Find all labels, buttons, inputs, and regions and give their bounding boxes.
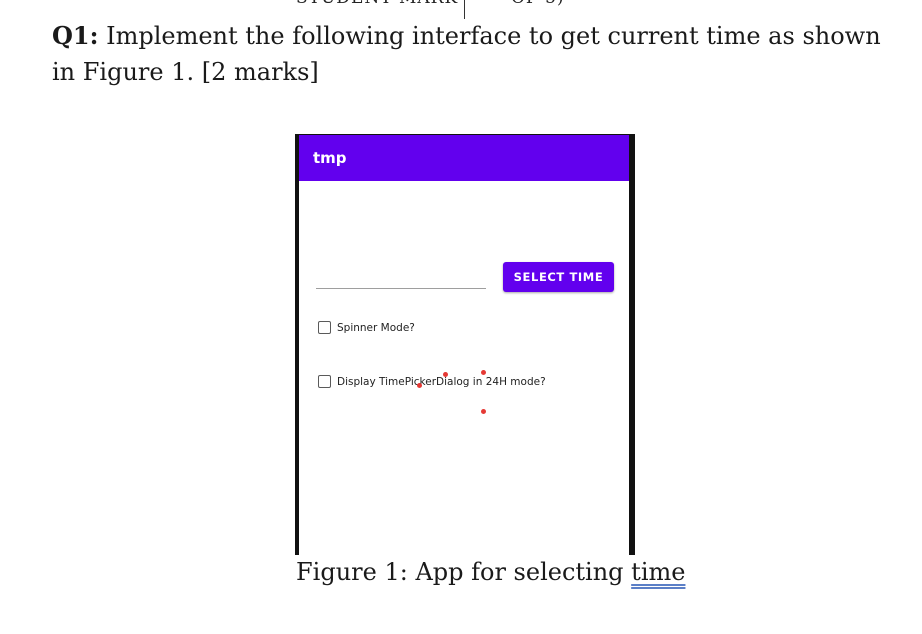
annotation-dot (481, 409, 486, 414)
phone-screenshot: tmp SELECT TIME Spinner Mode? Display Ti… (295, 134, 635, 555)
app-bar: tmp (299, 135, 629, 181)
24h-mode-checkbox[interactable] (318, 375, 331, 388)
header-fragment-right: OF 5) (511, 0, 565, 8)
24h-mode-label: Display TimePickerDialog in 24H mode? (337, 375, 546, 388)
header-fragment: STUDENT MARK OF 5) (296, 0, 565, 8)
annotation-dot (417, 383, 422, 388)
question-text: Q1: Implement the following interface to… (52, 18, 882, 90)
24h-mode-checkbox-row[interactable]: Display TimePickerDialog in 24H mode? (318, 375, 546, 388)
annotation-dot (481, 370, 486, 375)
app-title: tmp (313, 149, 347, 167)
spinner-mode-label: Spinner Mode? (337, 321, 415, 334)
select-time-button[interactable]: SELECT TIME (503, 262, 614, 292)
annotation-dot (443, 372, 448, 377)
figure-caption: Figure 1: App for selecting time (296, 556, 685, 588)
time-input[interactable] (316, 266, 486, 289)
question-number: Q1: (52, 21, 99, 50)
caption-underlined-word: time (631, 558, 686, 586)
app-screen: tmp SELECT TIME Spinner Mode? Display Ti… (299, 135, 629, 555)
caption-text: Figure 1: App for selecting (296, 558, 632, 586)
question-body: Implement the following interface to get… (52, 22, 881, 86)
spinner-mode-checkbox[interactable] (318, 321, 331, 334)
header-fragment-rule (464, 0, 465, 19)
header-fragment-left: STUDENT MARK (296, 0, 458, 8)
spinner-mode-checkbox-row[interactable]: Spinner Mode? (318, 321, 415, 334)
